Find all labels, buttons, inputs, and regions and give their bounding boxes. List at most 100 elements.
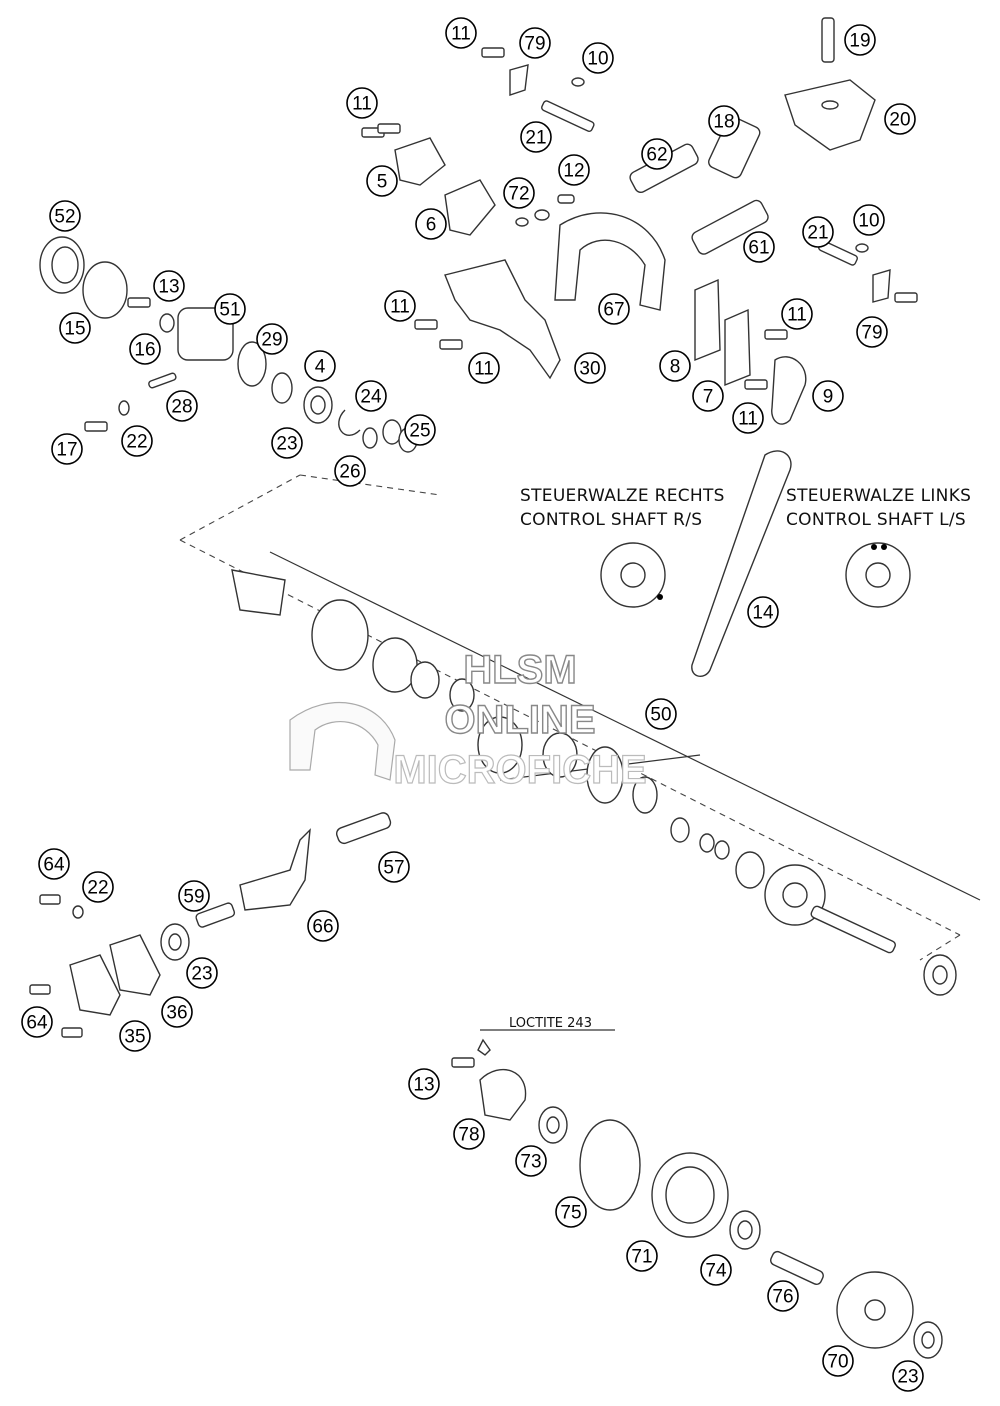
callout-circle	[59, 312, 91, 344]
callout-67: 67	[598, 293, 630, 325]
callout-24: 24	[355, 380, 387, 412]
callout-circle	[732, 402, 764, 434]
callout-57: 57	[378, 851, 410, 883]
callout-11: 11	[781, 298, 813, 330]
callout-20: 20	[884, 103, 916, 135]
callout-circle	[404, 414, 436, 446]
callout-circle	[856, 316, 888, 348]
callout-circle	[384, 290, 416, 322]
callout-number: 15	[64, 319, 85, 340]
callout-21: 21	[802, 216, 834, 248]
callout-number: 61	[748, 238, 769, 259]
control-shaft-left-english: CONTROL SHAFT L/S	[786, 510, 966, 530]
watermark-line-3: MICROFICHE	[393, 747, 648, 792]
callout-36: 36	[161, 996, 193, 1028]
callout-50: 50	[645, 698, 677, 730]
callout-number: 51	[219, 300, 240, 321]
callout-circle	[38, 848, 70, 880]
callout-13: 13	[153, 270, 185, 302]
callout-circle	[153, 270, 185, 302]
callout-circle	[256, 323, 288, 355]
callout-71: 71	[626, 1240, 658, 1272]
callout-number: 78	[458, 1125, 479, 1146]
callout-number: 75	[560, 1203, 581, 1224]
callout-21: 21	[520, 121, 552, 153]
callout-number: 5	[377, 172, 388, 193]
callout-10: 10	[853, 204, 885, 236]
callout-circle	[334, 455, 366, 487]
callout-number: 67	[603, 300, 624, 321]
callout-number: 36	[166, 1003, 187, 1024]
callout-25: 25	[404, 414, 436, 446]
callout-circle	[892, 1360, 924, 1392]
callout-23: 23	[186, 957, 218, 989]
callout-23: 23	[892, 1360, 924, 1392]
callout-number: 8	[670, 357, 681, 378]
callout-64: 64	[21, 1006, 53, 1038]
callout-circle	[853, 204, 885, 236]
callout-35: 35	[119, 1020, 151, 1052]
callout-circle	[82, 871, 114, 903]
callout-circle	[598, 293, 630, 325]
parts-shaft	[29, 569, 957, 1038]
callout-7: 7	[692, 380, 724, 412]
callout-circle	[555, 1196, 587, 1228]
callout-number: 79	[861, 323, 882, 344]
callout-number: 11	[451, 24, 471, 45]
loctite-note: LOCTITE 243	[509, 1016, 592, 1031]
parts-bottom	[451, 1038, 943, 1359]
callout-26: 26	[334, 455, 366, 487]
callout-number: 64	[26, 1013, 48, 1034]
callout-12: 12	[558, 154, 590, 186]
callout-number: 11	[474, 359, 494, 380]
callout-circle	[626, 1240, 658, 1272]
callout-23: 23	[271, 427, 303, 459]
callout-circle	[743, 231, 775, 263]
callout-number: 19	[849, 31, 870, 52]
callout-70: 70	[822, 1345, 854, 1377]
callout-number: 52	[54, 207, 75, 228]
callout-number: 17	[56, 440, 77, 461]
callout-5: 5	[366, 165, 398, 197]
callout-51: 51	[214, 293, 246, 325]
callout-circle	[515, 1145, 547, 1177]
callout-circle	[366, 165, 398, 197]
callout-22: 22	[82, 871, 114, 903]
callout-number: 21	[807, 223, 828, 244]
callout-number: 26	[339, 462, 360, 483]
control-shaft-left-caption: STEUERWALZE LINKS CONTROL SHAFT L/S	[786, 484, 971, 532]
callout-number: 72	[508, 184, 529, 205]
callout-number: 11	[787, 305, 807, 326]
callout-9: 9	[812, 380, 844, 412]
control-shaft-left-german: STEUERWALZE LINKS	[786, 486, 972, 506]
callout-circle	[408, 1068, 440, 1100]
callout-62: 62	[641, 138, 673, 170]
callout-circle	[582, 42, 614, 74]
callout-11: 11	[732, 402, 764, 434]
callout-number: 79	[524, 34, 545, 55]
callout-13: 13	[408, 1068, 440, 1100]
callout-59: 59	[178, 880, 210, 912]
callout-number: 74	[705, 1261, 727, 1282]
callout-22: 22	[121, 425, 153, 457]
callout-number: 13	[413, 1075, 434, 1096]
callout-number: 20	[889, 110, 910, 131]
callout-8: 8	[659, 350, 691, 382]
callout-number: 66	[312, 917, 333, 938]
callout-circle	[307, 910, 339, 942]
callout-circle	[415, 208, 447, 240]
callout-circle	[520, 121, 552, 153]
callout-number: 76	[772, 1287, 793, 1308]
callout-circle	[708, 105, 740, 137]
callout-76: 76	[767, 1280, 799, 1312]
callout-number: 22	[126, 432, 147, 453]
callout-circle	[822, 1345, 854, 1377]
callout-number: 57	[383, 858, 404, 879]
callout-number: 6	[426, 215, 437, 236]
callout-circle	[558, 154, 590, 186]
callout-circle	[214, 293, 246, 325]
callout-30: 30	[574, 352, 606, 384]
callout-circle	[468, 352, 500, 384]
callout-circle	[178, 880, 210, 912]
